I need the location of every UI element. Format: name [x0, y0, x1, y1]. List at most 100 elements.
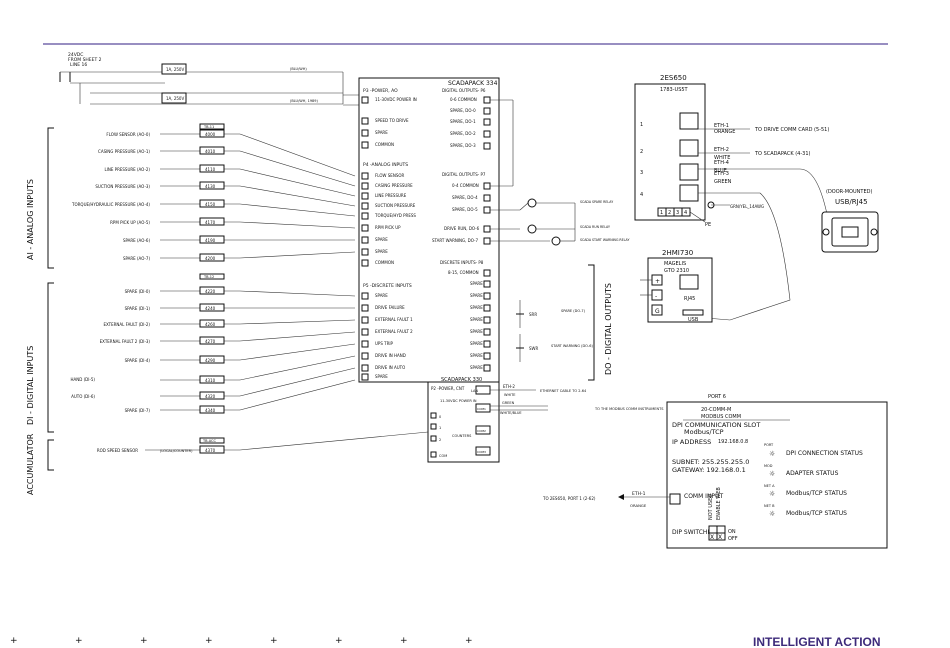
digital-input-rows: TB-12 SPARE (DI-0)4220 SPARE (DI-1)4240 … [71, 273, 356, 414]
sp334-p8-row-0: 8-15, COMMON [448, 270, 479, 275]
comm-protocol: MODBUS COMM [701, 414, 741, 420]
hmi-term-minus: - [655, 293, 657, 300]
sp334-title: SCADAPACK 334 [448, 80, 498, 87]
svg-text:+: + [140, 636, 148, 646]
relay-swr: SWR [529, 346, 538, 351]
sp334-p5: P5 -DISCRETE INPUTS [363, 283, 412, 289]
scadapack-330: SCADAPACK 330 P2 -POWER, CNT 11-30VDC PO… [427, 377, 664, 463]
switch-port-1-color: ORANGE [714, 129, 735, 135]
sp334-p7-row-4: START WARNING, DO-7 [432, 238, 478, 243]
svg-text:X: X [718, 534, 722, 541]
scadapack-334: SCADAPACK 334 P3 -POWER, AO 11-30VDC POW… [358, 77, 500, 383]
comm-led-0-tag: PORT [764, 443, 774, 447]
relay-swr-desc: START WARNING (DO-6) [551, 344, 594, 348]
sp334-p4-row-4: TORQUE/HYD PRESS [374, 213, 416, 218]
fuse-2 [161, 92, 187, 104]
relay-coil-warning [551, 236, 561, 246]
di-tag-2: 4260 [205, 322, 216, 327]
sp334-p5-row-7: SPARE [375, 374, 388, 379]
switch-term-1: 1 [660, 210, 663, 216]
sp330-lan-port [475, 385, 491, 395]
power-section: 24VDC FROM SHEET 2 LINE 16 1A, 250V 1A, … [59, 52, 360, 106]
sp334-p3-row-1: SPEED TO DRIVE [375, 118, 409, 123]
sp330-com2: COM2 [477, 429, 486, 433]
led-icon: ☼ [769, 490, 775, 498]
acc-label: ROD SPEED SENSOR [97, 448, 138, 453]
power-line: LINE 16 [70, 62, 87, 68]
switch-port-4-name: ETH-4 [714, 160, 729, 166]
usb-door-connector: (DOOR-MOUNTED) USB/RJ45 [821, 189, 879, 253]
sp334-p8-row-7: SPARE [470, 353, 483, 358]
ai-tag-1: 4010 [205, 149, 216, 154]
label-digital-outputs: DO - DIGITAL OUTPUTS [604, 283, 613, 375]
di-label-0: SPARE (DI-0) [125, 289, 151, 294]
hmi-term-plus: + [655, 278, 660, 285]
ai-tag-0: 4000 [205, 132, 216, 137]
sp334-p8: DISCRETE INPUTS- P8 [440, 260, 484, 265]
switch-port-4-color: BLUE [714, 168, 727, 174]
switch-port-1-name: ETH-1 [714, 123, 729, 129]
comm-led-3: NET B ☼ Modbus/TCP STATUS [764, 504, 847, 518]
comm-led-1: MOD ☼ ADAPTER STATUS [764, 464, 839, 478]
hmi-term-g: G [655, 308, 660, 315]
power-from-sheet: FROM SHEET 2 [68, 57, 102, 63]
sp334-p3-row-0: 11-30VDC POWER IN [375, 97, 417, 102]
di-tag-4: 4290 [205, 358, 216, 363]
wire-label-1: (BLU/WH) [290, 67, 307, 71]
comm-led-0-label: DPI CONNECTION STATUS [786, 450, 863, 457]
switch-port-4-num: 4 [640, 192, 643, 198]
usb-title: USB/RJ45 [835, 198, 868, 206]
relay-srr-desc: SPARE (DO-7) [561, 309, 586, 313]
sp334-p8-row-6: SPARE [470, 341, 483, 346]
sp334-p5-row-3: EXTERNAL FAULT 2 [375, 329, 413, 334]
hmi-tag: 2HMI730 [662, 249, 693, 257]
comm-eth-in-src: TO 2ES650, PORT 1 (2-62) [542, 496, 596, 501]
wire-label-2: (BLU/WH, 1989) [290, 99, 319, 103]
sp334-p6-row-1: SPARE, DO-0 [450, 108, 476, 113]
fuse-1 [161, 63, 187, 75]
sp330-title: SCADAPACK 330 [441, 377, 482, 383]
label-digital-inputs: DI - DIGITAL INPUTS [26, 346, 35, 425]
sp334-p6-row-4: SPARE, DO-3 [450, 143, 476, 148]
label-accumulator: ACCUMULATOR [26, 433, 35, 495]
sp330-row-1: 0 [439, 415, 441, 419]
sp330-p2: P2 -POWER, CNT [431, 386, 465, 391]
sp330-row-4: COM [439, 454, 447, 458]
comm-dip: DIP SWITCHES [672, 529, 715, 536]
svg-text:X: X [710, 534, 714, 541]
sp330-mb-white: WHITE/BLUE [500, 411, 522, 415]
sp334-p3-row-3: COMMON [375, 142, 394, 147]
switch-term-3: 3 [676, 210, 679, 216]
hmi-rj45: RJ45 [684, 296, 695, 302]
switch-port-3: 3 ETH-3 GREEN [640, 163, 732, 185]
fuse-1-label: 1A, 250V [166, 67, 184, 72]
comm-led-1-tag: MOD [764, 464, 773, 468]
sp334-p4-row-1: CASING PRESSURE [375, 183, 413, 188]
switch-port-2: 2 ETH-2 WHITE TO SCADAPACK (4-31) [640, 139, 811, 161]
switch-port-1-num: 1 [640, 122, 643, 128]
sp334-p8-row-2: SPARE [470, 293, 483, 298]
relay-coil-run [527, 224, 537, 234]
comm-enable-web: ENABLE WEB [716, 487, 722, 520]
comm-led-0: PORT ☼ DPI CONNECTION STATUS [764, 443, 863, 458]
di-tag-6: 4320 [205, 394, 216, 399]
switch-port-2-dest: TO SCADAPACK (4-31) [754, 151, 811, 157]
switch-term-4: 4 [684, 210, 687, 216]
ai-label-4: TORQUE/HYDRAULIC PRESSURE (AO-4) [71, 202, 150, 207]
svg-text:+: + [75, 636, 83, 646]
comm-led-3-label: Modbus/TCP STATUS [786, 510, 847, 517]
comm-led-1-label: ADAPTER STATUS [786, 470, 839, 477]
sp330-eth-color: WHITE [504, 393, 515, 397]
sp334-p4-row-3: SUCTION PRESSURE [375, 203, 416, 208]
sp330-row-2: 1 [439, 426, 441, 430]
sp334-p4-row-0: FLOW SENSOR [375, 173, 405, 178]
sp330-row-3: 2 [439, 438, 441, 442]
di-tag-7: 4340 [205, 408, 216, 413]
switch-port-2-num: 2 [640, 149, 643, 155]
comm-gateway: GATEWAY: 192.168.0.1 [672, 466, 746, 474]
sp334-p7-row-1: SPARE, DO-4 [452, 195, 478, 200]
sp330-lan: LAN [471, 389, 478, 393]
di-label-4: SPARE (DI-4) [125, 358, 151, 363]
sp330-eth-note: ETHERNET CABLE TO 2-64 [540, 389, 587, 393]
switch-term-2: 2 [668, 210, 671, 216]
